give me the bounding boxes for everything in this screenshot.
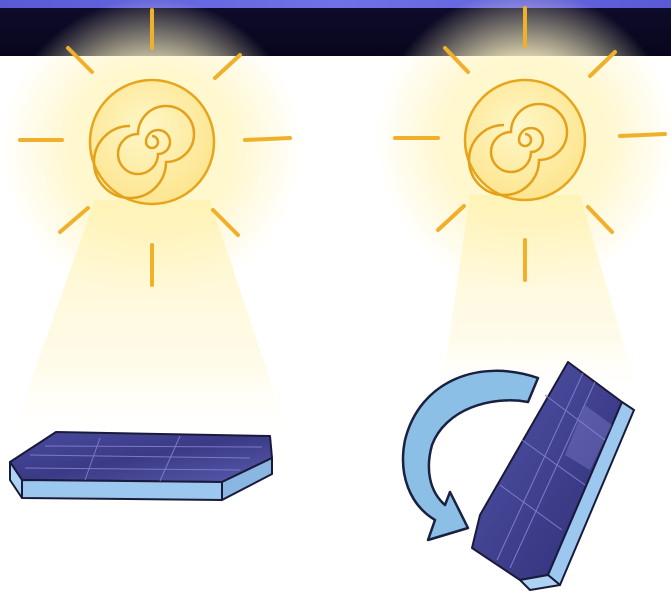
left-sun-disc [90,80,214,204]
solar-panel-flat [10,432,272,500]
left-light-glow [2,0,302,440]
right-sun-disc [465,80,585,200]
